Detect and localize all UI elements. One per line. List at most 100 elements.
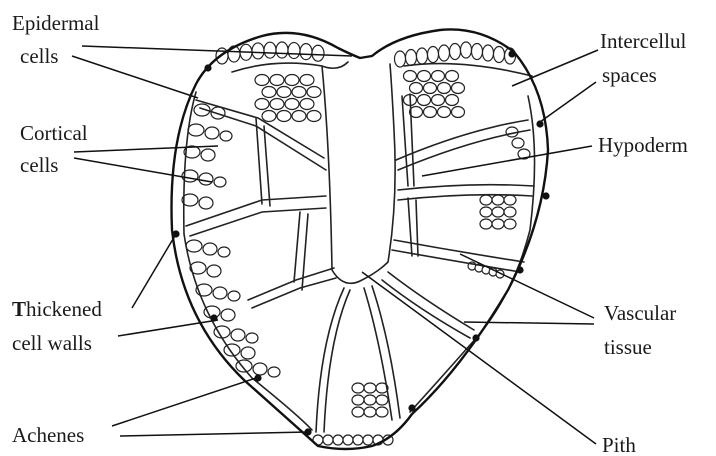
plant-cell: [205, 127, 219, 139]
plant-cell: [270, 75, 284, 86]
plant-cell: [376, 407, 388, 417]
plant-cell: [504, 219, 516, 229]
plant-cell: [268, 367, 280, 377]
plant-cell: [343, 435, 353, 445]
plant-cell: [300, 99, 314, 110]
plant-cell: [472, 44, 483, 60]
label-thickened-rest: hickened: [26, 297, 102, 321]
plant-cell: [288, 43, 300, 59]
plant-cell: [376, 395, 388, 405]
plant-cell: [364, 407, 376, 417]
plant-cell: [323, 435, 333, 445]
pith-column: [322, 64, 395, 283]
plant-cell: [262, 87, 276, 98]
plant-cell: [353, 435, 363, 445]
plant-cell: [277, 111, 291, 122]
vascular-strands: [186, 94, 534, 432]
plant-cell: [428, 47, 439, 63]
plant-cell: [424, 107, 437, 118]
label-pith: Pith: [602, 433, 636, 456]
plant-cell: [417, 48, 428, 64]
plant-cell: [201, 149, 215, 161]
plant-cell: [492, 219, 504, 229]
plant-cell: [450, 44, 461, 60]
plant-cell: [218, 247, 230, 257]
plant-cell: [512, 138, 524, 148]
plant-cell: [264, 42, 276, 58]
plant-cell: [203, 243, 217, 255]
plant-cell: [483, 45, 494, 61]
label-epidermal-cells: cells: [20, 44, 58, 68]
plant-cell: [432, 95, 445, 106]
plant-cell: [432, 71, 445, 82]
plant-cell: [446, 71, 459, 82]
plant-cell: [300, 75, 314, 86]
plant-cell: [285, 75, 299, 86]
plant-cell: [199, 173, 213, 185]
leader-lines: [72, 46, 598, 444]
label-intercellular: Intercellul: [600, 29, 686, 53]
plant-cell: [395, 51, 406, 67]
label-achenes: Achenes: [12, 423, 84, 447]
plant-cell: [270, 99, 284, 110]
label-cortical: Cortical: [20, 121, 88, 145]
plant-cell: [439, 45, 450, 61]
plant-cell: [452, 83, 465, 94]
plant-cell: [221, 309, 235, 321]
plant-cell: [480, 195, 492, 205]
plant-cell: [241, 347, 255, 359]
plant-cell: [228, 291, 240, 301]
plant-cell: [438, 107, 451, 118]
plant-cell: [418, 71, 431, 82]
label-cell-walls: cell walls: [12, 331, 92, 355]
plant-cell: [424, 83, 437, 94]
plant-cell: [480, 207, 492, 217]
label-hypodermis: Hypoderm: [598, 133, 688, 157]
plant-cell: [220, 131, 232, 141]
labels-right: Intercellul spaces Hypoderm Vascular tis…: [598, 29, 688, 456]
plant-cell: [307, 111, 321, 122]
plant-cell: [404, 71, 417, 82]
plant-cell: [285, 99, 299, 110]
plant-cell: [333, 435, 343, 445]
plant-cell: [231, 329, 245, 341]
plant-cell: [494, 47, 505, 63]
plant-cell: [461, 42, 472, 58]
plant-cell: [246, 333, 258, 343]
label-tissue: tissue: [604, 335, 652, 359]
plant-cell: [307, 87, 321, 98]
plant-cell: [199, 197, 213, 209]
plant-cell: [186, 240, 202, 252]
plant-cell: [188, 124, 204, 136]
labels-left: Epidermal cells Cortical cells Thickened…: [12, 11, 102, 447]
plant-cell: [253, 363, 267, 375]
cortex-inner-outline: [184, 62, 535, 430]
plant-cell: [452, 107, 465, 118]
label-spaces: spaces: [602, 63, 657, 87]
plant-cell: [504, 195, 516, 205]
plant-cell: [352, 395, 364, 405]
plant-cell: [213, 287, 227, 299]
plant-cell: [292, 111, 306, 122]
plant-cell: [207, 265, 221, 277]
label-epidermal: Epidermal: [12, 11, 100, 35]
plant-cell: [292, 87, 306, 98]
plant-cell: [312, 45, 324, 61]
plant-cell: [504, 207, 516, 217]
plant-cell: [276, 42, 288, 58]
achene-dots: [172, 50, 549, 435]
plant-cell: [364, 395, 376, 405]
plant-cell: [214, 177, 226, 187]
plant-cell: [446, 95, 459, 106]
label-vascular: Vascular: [604, 301, 676, 325]
plant-cell: [255, 99, 269, 110]
plant-cell: [262, 111, 276, 122]
plant-cell: [418, 95, 431, 106]
plant-cell: [480, 219, 492, 229]
plant-cell: [492, 195, 504, 205]
plant-cell: [277, 87, 291, 98]
plant-cell: [252, 43, 264, 59]
plant-cell: [438, 83, 451, 94]
label-thickened-initial: T: [12, 297, 26, 321]
